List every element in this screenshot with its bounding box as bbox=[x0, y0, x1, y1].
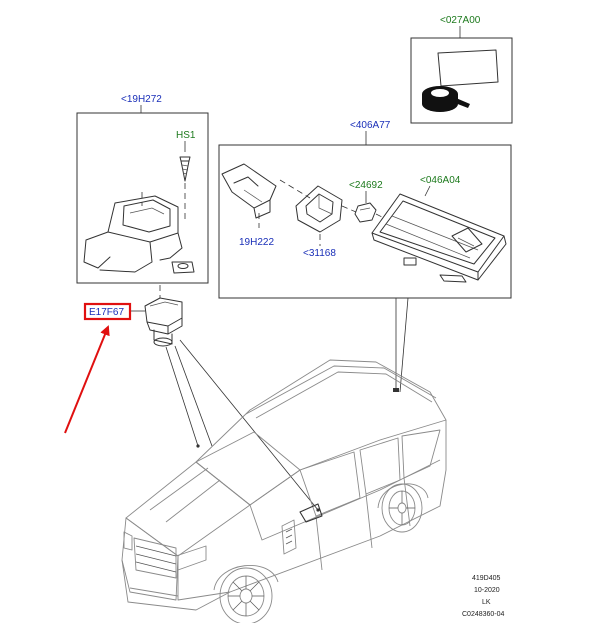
housing-label: <046A04 bbox=[420, 175, 461, 186]
mounting-bracket-icon bbox=[83, 195, 195, 274]
tape-strip-icon bbox=[437, 49, 499, 87]
red-arrow-icon bbox=[64, 325, 110, 434]
camera-housing-icon bbox=[371, 193, 507, 283]
screw-label: HS1 bbox=[176, 130, 196, 141]
bracket-kit-group[interactable]: <19H272 HS1 bbox=[76, 94, 209, 284]
footer-line-2: 10-2020 bbox=[474, 587, 500, 594]
tape-part-group[interactable]: <027A00 bbox=[410, 15, 513, 124]
clip-icon bbox=[354, 202, 377, 223]
camera-kit-group[interactable]: <406A77 19H222 <31168 <24692 bbox=[218, 120, 512, 299]
highlighted-part-label[interactable]: E17F67 bbox=[89, 307, 124, 318]
tape-part-label: <027A00 bbox=[440, 15, 481, 26]
diagram-reference: 419D405 10-2020 LK C0248360-04 bbox=[462, 575, 505, 618]
camera-unit-group[interactable]: E17F67 bbox=[64, 285, 183, 434]
vehicle-outline-icon bbox=[121, 359, 447, 623]
tape-roll-icon bbox=[422, 86, 470, 112]
highlight-box bbox=[83, 302, 132, 321]
connector-icon bbox=[221, 163, 277, 219]
footer-line-4: C0248360-04 bbox=[462, 611, 505, 618]
bracket-label: <31168 bbox=[303, 248, 336, 259]
footer-line-3: LK bbox=[482, 599, 491, 606]
footer-line-1: 419D405 bbox=[472, 575, 501, 582]
screw-icon bbox=[179, 156, 191, 182]
tape-part-box bbox=[410, 37, 513, 124]
clip-label: <24692 bbox=[349, 180, 383, 191]
camera-kit-box bbox=[218, 144, 512, 299]
bracket-kit-label: <19H272 bbox=[121, 94, 162, 105]
bracket-kit-box bbox=[76, 112, 209, 284]
camera-unit-icon bbox=[144, 297, 183, 347]
camera-bracket-icon bbox=[295, 185, 343, 233]
connector-label: 19H222 bbox=[239, 237, 274, 248]
camera-kit-label: <406A77 bbox=[350, 120, 391, 131]
